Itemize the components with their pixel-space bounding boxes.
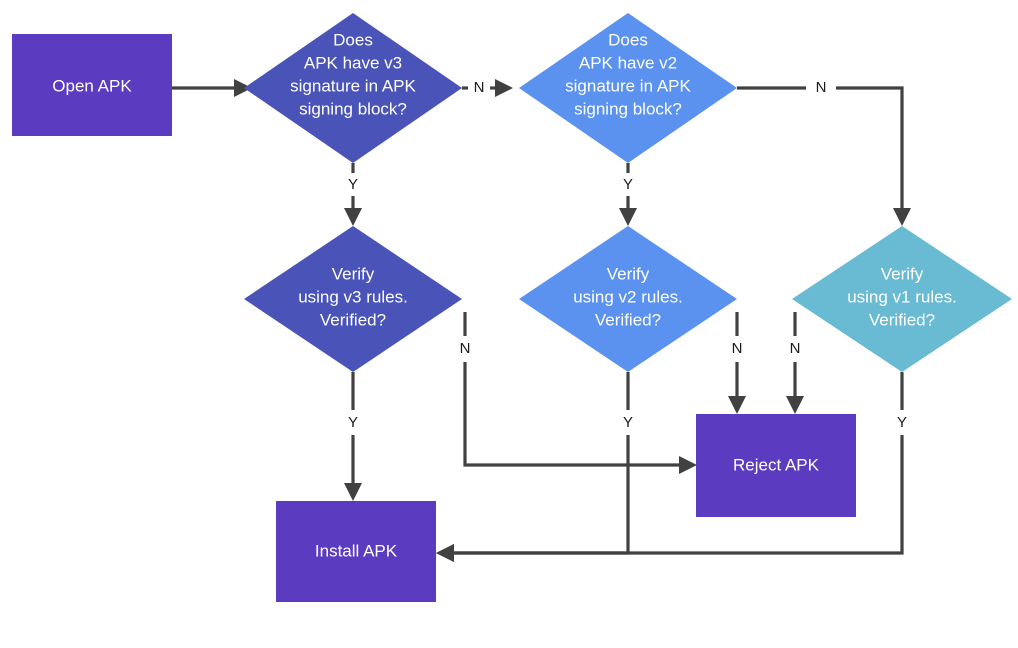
node-shape-diamond: [244, 13, 462, 163]
edge-has-v3-yes-to-verify-v3: Y: [344, 163, 362, 226]
node-verify-v3-rules[interactable]: Verify using v3 rules. Verified?: [244, 226, 462, 372]
edge-line-bottom: [454, 435, 630, 555]
edge-label-verify-v3-no: N: [460, 340, 471, 357]
node-label-verify-v1-line2: using v1 rules.: [847, 287, 957, 306]
node-open-apk[interactable]: Open APK: [12, 34, 172, 136]
edge-label-verify-v1-no: N: [790, 340, 801, 357]
arrow-head-icon: [728, 396, 746, 414]
node-label-verify-v2-line3: Verified?: [595, 310, 661, 329]
node-label-has-v2-line2: APK have v2: [579, 53, 677, 72]
node-label-verify-v3-line1: Verify: [332, 264, 375, 283]
node-label-verify-v3-line3: Verified?: [320, 310, 386, 329]
arrow-head-icon: [344, 208, 362, 226]
node-shape-rectangle: [696, 414, 856, 517]
node-label-has-v3-line2: APK have v3: [304, 53, 402, 72]
edge-has-v2-no-to-verify-v1: N: [737, 79, 911, 226]
node-label-verify-v2-line2: using v2 rules.: [573, 287, 683, 306]
edge-line-right: [836, 86, 904, 208]
arrow-head-icon: [495, 79, 513, 97]
arrow-head-icon: [619, 208, 637, 226]
edge-verify-v2-no-to-reject-apk: N: [728, 312, 746, 414]
edge-label-v2-yes: Y: [623, 176, 633, 193]
arrow-head-icon: [679, 456, 697, 474]
arrow-head-icon: [234, 79, 252, 97]
edge-label-verify-v2-yes: Y: [623, 414, 633, 431]
edge-open-apk-to-has-v3: [172, 79, 252, 97]
edge-label-verify-v3-yes: Y: [348, 414, 358, 431]
node-verify-v1-rules[interactable]: Verify using v1 rules. Verified?: [792, 226, 1012, 372]
edge-verify-v1-no-to-reject-apk: N: [786, 312, 804, 414]
edge-label-verify-v1-yes: Y: [897, 414, 907, 431]
arrow-head-icon: [786, 396, 804, 414]
node-has-v2-signature[interactable]: Does APK have v2 signature in APK signin…: [519, 13, 737, 163]
edge-label-v2-no: N: [816, 79, 827, 96]
node-shape-diamond: [792, 226, 1012, 372]
node-label-verify-v2-line1: Verify: [607, 264, 650, 283]
arrow-head-icon: [893, 208, 911, 226]
edge-verify-v3-no-to-reject-apk: N: [460, 312, 697, 474]
node-shape-diamond: [244, 226, 462, 372]
edge-label-v3-no: N: [474, 79, 485, 96]
node-has-v3-signature[interactable]: Does APK have v3 signature in APK signin…: [244, 13, 462, 163]
edge-line-bottom: [463, 362, 679, 467]
node-label-has-v2-line4: signing block?: [574, 99, 682, 118]
node-shape-diamond: [519, 13, 737, 163]
node-label-has-v3-line4: signing block?: [299, 99, 407, 118]
edge-verify-v3-yes-to-install-apk: Y: [344, 372, 362, 501]
arrow-head-icon: [344, 483, 362, 501]
arrow-head-icon-2: [436, 544, 454, 562]
edge-has-v3-no-to-has-v2: N: [462, 79, 513, 97]
node-label-open-apk: Open APK: [52, 76, 132, 95]
edge-label-v3-yes: Y: [348, 176, 358, 193]
node-label-reject-apk: Reject APK: [733, 455, 820, 474]
node-label-verify-v1-line1: Verify: [881, 264, 924, 283]
edge-has-v2-yes-to-verify-v2: Y: [619, 163, 637, 226]
node-label-has-v2-line3: signature in APK: [565, 76, 691, 95]
node-shape-rectangle: [276, 501, 436, 602]
node-verify-v2-rules[interactable]: Verify using v2 rules. Verified?: [519, 226, 737, 372]
edge-label-verify-v2-no: N: [732, 340, 743, 357]
node-shape-diamond: [519, 226, 737, 372]
node-label-install-apk: Install APK: [315, 541, 398, 560]
node-label-has-v3-line3: signature in APK: [290, 76, 416, 95]
node-label-verify-v1-line3: Verified?: [869, 310, 935, 329]
node-shape-rectangle: [12, 34, 172, 136]
node-reject-apk[interactable]: Reject APK: [696, 414, 856, 517]
edge-line-bottom: [454, 435, 904, 555]
node-label-has-v3-line1: Does: [333, 30, 373, 49]
node-label-has-v2-line1: Does: [608, 30, 648, 49]
edge-verify-v1-yes-to-install-apk: Y: [436, 372, 907, 562]
node-install-apk[interactable]: Install APK: [276, 501, 436, 602]
node-label-verify-v3-line2: using v3 rules.: [298, 287, 408, 306]
